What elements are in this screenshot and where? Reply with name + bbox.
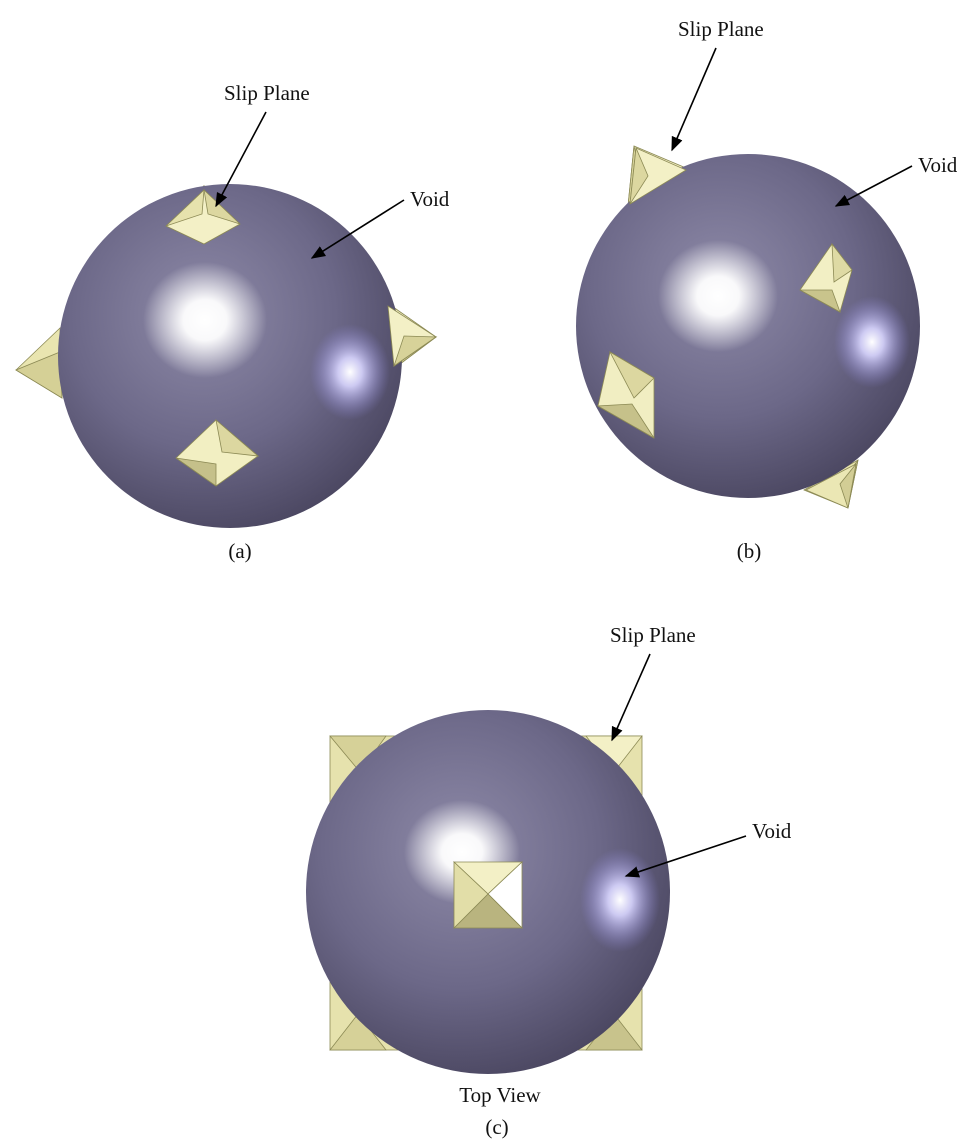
label-void: Void (410, 187, 450, 211)
slip-plane-pyramid-left-lower (596, 350, 655, 439)
label-void: Void (918, 153, 958, 177)
panel-b: Slip Plane Void (b) (576, 17, 958, 563)
slip-plane-pyramid-top-left-front (629, 146, 687, 205)
arrow-void (834, 165, 913, 207)
slip-plane-pyramid-left (15, 327, 63, 399)
slip-plane-pyramid-bottom (175, 418, 260, 487)
caption-c: (c) (485, 1115, 508, 1139)
label-void: Void (752, 819, 792, 843)
sphere-rim-highlight (834, 296, 910, 388)
slip-plane-pyramid-top-front (165, 188, 241, 245)
arrow-void (310, 199, 405, 259)
slip-plane-pyramid-center (452, 861, 524, 929)
sphere-rim-highlight (580, 848, 660, 952)
slip-plane-pyramid-right-middle (799, 242, 853, 313)
arrow-slip-plane (611, 653, 651, 742)
sphere-highlight (658, 240, 778, 352)
arrow-slip-plane (215, 111, 267, 208)
sphere-rim-highlight (310, 324, 390, 420)
caption-b: (b) (737, 539, 762, 563)
label-slip-plane: Slip Plane (610, 623, 696, 647)
sphere-highlight (143, 262, 267, 378)
slip-plane-pyramid-bottom-right-front (805, 463, 857, 509)
view-label-top-view: Top View (459, 1083, 541, 1107)
label-slip-plane: Slip Plane (224, 81, 310, 105)
arrow-void (624, 835, 747, 878)
slip-plane-pyramid-right-front (387, 305, 438, 368)
arrow-slip-plane (671, 47, 717, 152)
caption-a: (a) (228, 539, 251, 563)
panel-c: Slip Plane Void Top View (c) (306, 623, 792, 1139)
label-slip-plane: Slip Plane (678, 17, 764, 41)
panel-a: Slip Plane Void (a) (15, 81, 450, 563)
